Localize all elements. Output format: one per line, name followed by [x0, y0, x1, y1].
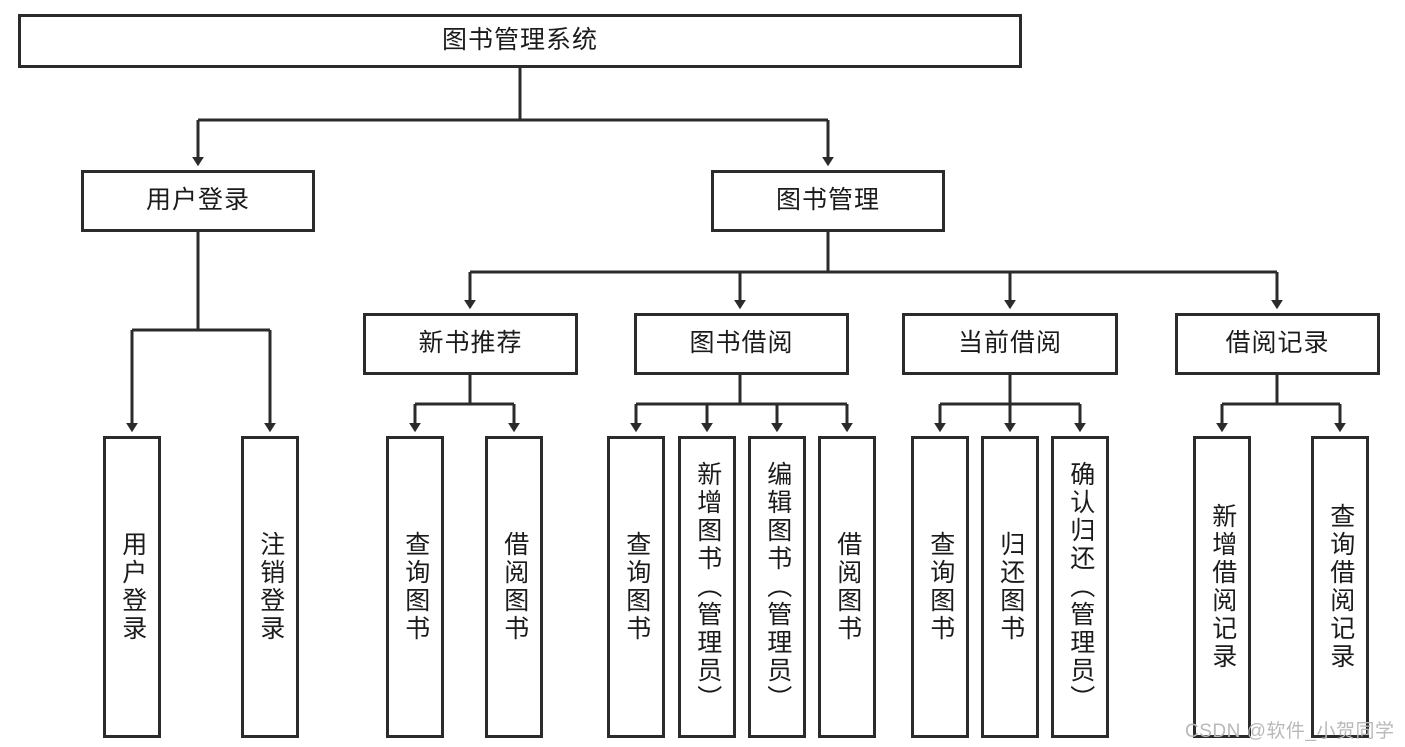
leaf-user-login-label: 用户登录: [118, 531, 147, 643]
leaf-query-book-3-label: 查询图书: [926, 531, 955, 643]
leaf-return-book[interactable]: 归还图书: [981, 436, 1039, 738]
node-current-borrow[interactable]: 当前借阅: [902, 313, 1118, 375]
node-root-label: 图书管理系统: [441, 26, 598, 55]
edge-bookborrow-to-leaves: [630, 375, 853, 433]
node-book-borrow[interactable]: 图书借阅: [634, 313, 849, 375]
leaf-add-book-label: 新增图书（管理员）: [693, 461, 722, 713]
edge-currentborrow-to-leaves: [934, 375, 1086, 433]
leaf-add-borrow-record-label: 新增借阅记录: [1208, 503, 1237, 671]
edge-newbook-to-leaves: [409, 375, 520, 433]
leaf-borrow-book-1-label: 借阅图书: [500, 531, 529, 643]
node-book-borrow-label: 图书借阅: [689, 329, 794, 358]
leaf-confirm-return-label: 确认归还（管理员）: [1066, 461, 1095, 713]
leaf-confirm-return[interactable]: 确认归还（管理员）: [1051, 436, 1109, 738]
edge-userlogin-to-leaves: [126, 232, 276, 433]
node-borrow-record[interactable]: 借阅记录: [1175, 313, 1380, 375]
leaf-query-book-3[interactable]: 查询图书: [911, 436, 969, 738]
leaf-query-book-1[interactable]: 查询图书: [386, 436, 444, 738]
node-user-login-label: 用户登录: [145, 186, 250, 215]
node-user-login[interactable]: 用户登录: [81, 170, 315, 232]
leaf-borrow-book-2-label: 借阅图书: [833, 531, 862, 643]
node-book-manage-label: 图书管理: [775, 186, 880, 215]
leaf-edit-book-label: 编辑图书（管理员）: [763, 461, 792, 713]
edge-bookmanage-to-level2: [464, 232, 1283, 310]
leaf-user-logout-label: 注销登录: [256, 531, 285, 643]
leaf-user-logout[interactable]: 注销登录: [241, 436, 299, 738]
leaf-add-borrow-record[interactable]: 新增借阅记录: [1193, 436, 1251, 738]
node-borrow-record-label: 借阅记录: [1225, 329, 1330, 358]
leaf-add-book[interactable]: 新增图书（管理员）: [678, 436, 736, 738]
node-book-manage[interactable]: 图书管理: [711, 170, 945, 232]
leaf-borrow-book-1[interactable]: 借阅图书: [485, 436, 543, 738]
node-current-borrow-label: 当前借阅: [957, 329, 1062, 358]
leaf-query-book-2-label: 查询图书: [622, 531, 651, 643]
leaf-query-book-2[interactable]: 查询图书: [607, 436, 665, 738]
edge-borrowrecord-to-leaves: [1216, 375, 1346, 433]
leaf-query-book-1-label: 查询图书: [401, 531, 430, 643]
node-new-book-recommend[interactable]: 新书推荐: [363, 313, 578, 375]
leaf-edit-book[interactable]: 编辑图书（管理员）: [748, 436, 806, 738]
leaf-borrow-book-2[interactable]: 借阅图书: [818, 436, 876, 738]
edge-root-to-level1: [192, 68, 834, 167]
leaf-user-login[interactable]: 用户登录: [103, 436, 161, 738]
node-root[interactable]: 图书管理系统: [18, 14, 1022, 68]
leaf-return-book-label: 归还图书: [996, 531, 1025, 643]
leaf-query-borrow-record[interactable]: 查询借阅记录: [1311, 436, 1369, 738]
watermark: CSDN @软件_小贺同学: [1185, 721, 1395, 742]
leaf-query-borrow-record-label: 查询借阅记录: [1326, 503, 1355, 671]
node-new-book-recommend-label: 新书推荐: [418, 329, 523, 358]
